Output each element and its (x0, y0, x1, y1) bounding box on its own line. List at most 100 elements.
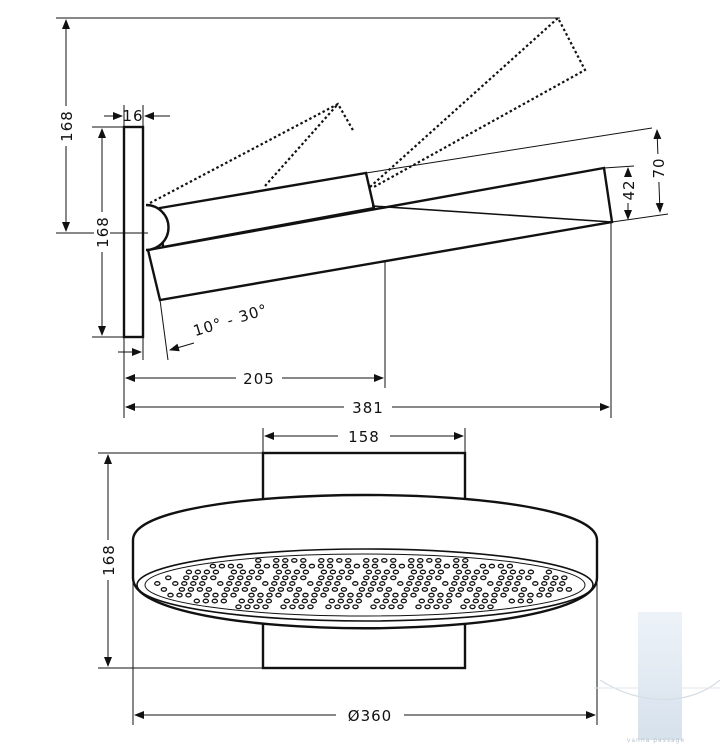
nozzle-dot (318, 575, 325, 581)
nozzle-dot (317, 563, 325, 569)
nozzle-dot (435, 557, 442, 563)
nozzle-dot (481, 598, 489, 604)
nozzle-dot (410, 592, 417, 598)
nozzle-dot (370, 604, 377, 610)
nozzle-dot (362, 563, 370, 569)
nozzle-dot (403, 586, 411, 592)
nozzle-dot (505, 581, 512, 586)
nozzle-dot (262, 581, 269, 586)
nozzle-dot (479, 563, 487, 569)
nozzle-dot (345, 575, 352, 581)
nozzle-dot (356, 592, 363, 598)
nozzle-dot (514, 581, 521, 586)
nozzle-dot (281, 563, 289, 569)
nozzle-dot (373, 598, 381, 604)
nozzle-dot (433, 604, 440, 610)
nozzle-dot (536, 592, 543, 598)
nozzle-dot (400, 598, 408, 604)
nozzle-dot (416, 563, 424, 569)
front-view: 158 168 Ø360 (98, 426, 599, 725)
nozzle-dot (262, 604, 269, 610)
nozzle-dot (282, 575, 289, 581)
nozzle-dot (325, 604, 332, 610)
nozzle-dot (397, 581, 404, 586)
nozzle-dot (497, 563, 505, 569)
nozzle-dot (511, 586, 519, 592)
nozzle-dot (383, 569, 391, 575)
nozzle-dot (443, 563, 451, 569)
nozzle-dot (448, 586, 456, 592)
nozzle-dot (406, 581, 413, 586)
nozzle-dot (480, 575, 487, 581)
nozzle-dot (210, 575, 217, 581)
nozzle-dot (435, 575, 442, 581)
nozzle-dot (455, 592, 462, 598)
nozzle-dot (388, 604, 395, 610)
nozzle-dot (326, 563, 334, 569)
nozzle-dot (295, 586, 303, 592)
dim-head-thickness-large: 70 (650, 157, 668, 178)
nozzle-dot (211, 598, 219, 604)
nozzle-dot (527, 592, 534, 598)
nozzle-dot (518, 569, 526, 575)
nozzle-dot (430, 586, 438, 592)
nozzle-dot (463, 598, 471, 604)
nozzle-dot (469, 581, 476, 586)
nozzle-dot (302, 592, 309, 598)
nozzle-dot (193, 598, 201, 604)
nozzle-dot (176, 592, 183, 598)
nozzle-dot (344, 563, 352, 569)
nozzle-dot (455, 569, 463, 575)
nozzle-dot (478, 604, 485, 610)
nozzle-dot (241, 586, 249, 592)
nozzle-dot (194, 569, 202, 575)
nozzle-dot (336, 575, 343, 581)
nozzle-dot (532, 581, 539, 586)
nozzle-dot (453, 575, 460, 581)
nozzle-dot (178, 586, 186, 592)
nozzle-dot (461, 563, 469, 569)
nozzle-dot (338, 592, 345, 598)
nozzle-dot (392, 592, 399, 598)
nozzle-dot (381, 557, 388, 563)
nozzle-dot (212, 592, 219, 598)
nozzle-dot (300, 557, 307, 563)
nozzle-dot (442, 604, 449, 610)
nozzle-dot (437, 592, 444, 598)
nozzle-dot (488, 563, 496, 569)
nozzle-dot (391, 598, 399, 604)
nozzle-dot (292, 598, 300, 604)
nozzle-dot (473, 592, 480, 598)
nozzle-dot (372, 575, 379, 581)
nozzle-dot (318, 557, 325, 563)
wall-plate (122, 125, 145, 339)
nozzle-dot (338, 569, 346, 575)
nozzle-dot (525, 575, 532, 581)
nozzle-dot (352, 604, 359, 610)
nozzle-dot (509, 569, 517, 575)
nozzle-dot (244, 581, 251, 586)
nozzle-dot (426, 575, 433, 581)
nozzle-dot (390, 557, 397, 563)
dim-plate-width: 158 (348, 428, 380, 446)
nozzle-dot (361, 581, 368, 586)
nozzle-dot (419, 569, 427, 575)
nozzle-dot (559, 581, 566, 586)
watermark-text: vanna passage (627, 737, 685, 744)
nozzle-dot (172, 581, 179, 586)
nozzle-dot (460, 604, 467, 610)
nozzle-dot (256, 598, 264, 604)
nozzle-dot (508, 598, 516, 604)
nozzle-dot (327, 557, 334, 563)
nozzle-dot (347, 592, 354, 598)
nozzle-dot (527, 569, 535, 575)
nozzle-dot (230, 569, 238, 575)
nozzle-dot (334, 604, 341, 610)
nozzle-dot (265, 598, 273, 604)
nozzle-dot (352, 581, 359, 586)
nozzle-dot (417, 575, 424, 581)
nozzle-dot (498, 575, 505, 581)
nozzle-dot (475, 586, 483, 592)
nozzle-dot (345, 557, 352, 563)
nozzle-dot (302, 569, 310, 575)
